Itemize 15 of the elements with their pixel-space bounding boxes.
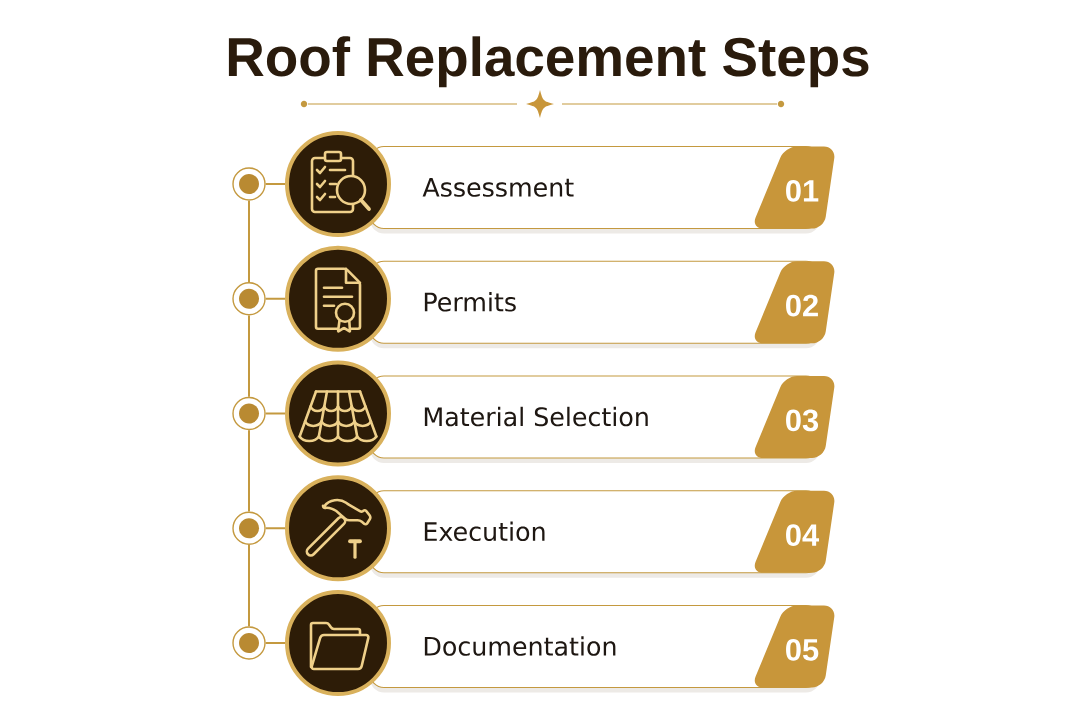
timeline-line [248, 314, 250, 398]
timeline-dot [232, 626, 266, 660]
timeline-line [248, 543, 250, 628]
timeline-dot [232, 167, 266, 201]
timeline-dot [232, 396, 266, 431]
timeline-line [248, 199, 250, 284]
connector-line [264, 297, 286, 300]
connector-line [264, 642, 286, 644]
title: Roof Replacement Steps [228, 36, 869, 88]
timeline-line [248, 429, 250, 513]
connector-line [264, 527, 286, 530]
connector-line [264, 412, 286, 415]
timeline-dot [232, 282, 266, 316]
timeline-dot [232, 511, 266, 545]
connector-line [264, 183, 286, 185]
